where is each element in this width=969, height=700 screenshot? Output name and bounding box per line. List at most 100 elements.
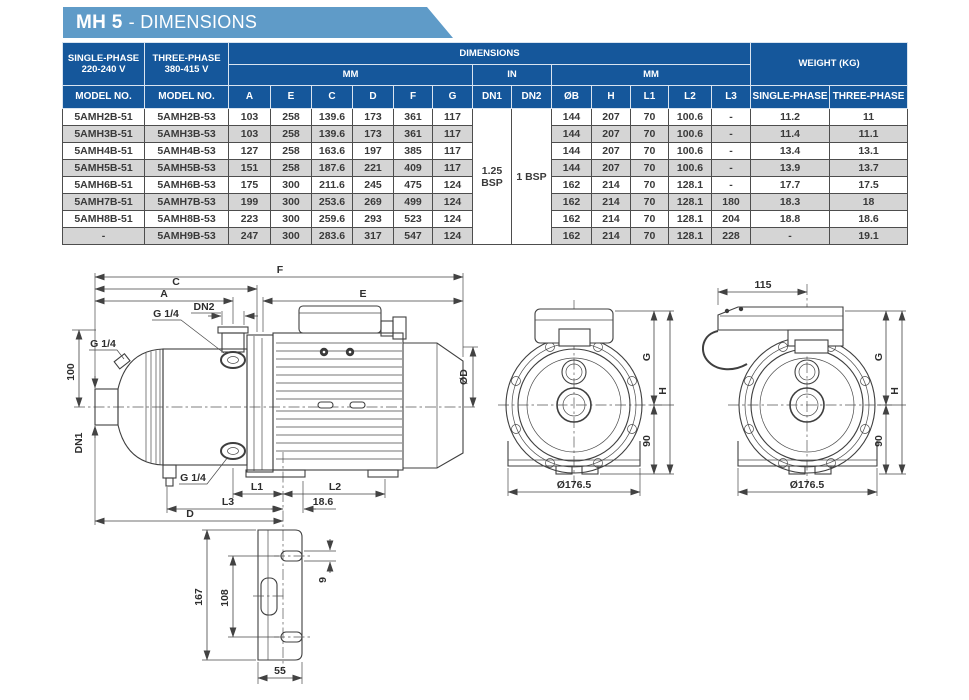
cell-c: 139.6 (311, 125, 353, 143)
cell-l1: 70 (630, 193, 669, 211)
cell-b: 162 (551, 176, 592, 194)
cell-l3: 180 (710, 193, 752, 211)
header-col-l1: L1 (630, 85, 669, 109)
cell-g: 124 (432, 176, 473, 194)
cell-b: 162 (551, 210, 592, 228)
model-single-cell: 5AMH5B-51 (62, 159, 145, 177)
dim-label-a: A (160, 288, 168, 300)
header-col-a: A (228, 85, 271, 109)
header-col-c: C (311, 85, 353, 109)
cable-gland (380, 320, 394, 337)
mounting-bracket-drawing: 167 108 9 55 (193, 529, 336, 684)
drain-plug (162, 464, 177, 479)
cell-f: 361 (393, 125, 433, 143)
header-single-phase: SINGLE-PHASE 220-240 V (62, 42, 145, 86)
dim-label-dn1: DN1 (73, 432, 85, 453)
product-name: MH 5 (76, 11, 123, 33)
model-three-cell: 5AMH2B-53 (144, 108, 229, 126)
header-col-ob: ØB (551, 85, 592, 109)
cell-l2: 128.1 (668, 227, 712, 245)
table-row: 5AMH4B-51 5AMH4B-53 127 258 163.6 197 38… (62, 142, 909, 160)
dim-label-115: 115 (755, 279, 772, 291)
cell-h: 207 (591, 125, 631, 143)
header-unit-mm-right: MM (550, 64, 752, 86)
cell-l2: 100.6 (668, 159, 712, 177)
header-col-dn1: DN1 (472, 85, 512, 109)
dim-label-e: E (359, 288, 366, 300)
header-col-f: F (393, 85, 433, 109)
discharge-port (220, 351, 246, 369)
callout-g14-bottom: G 1/4 (180, 472, 206, 484)
model-single-cell: 5AMH8B-51 (62, 210, 145, 228)
pump-base (737, 441, 878, 467)
cell-h: 207 (591, 142, 631, 160)
model-three-cell: 5AMH4B-53 (144, 142, 229, 160)
header-three-phase-line1: THREE-PHASE (152, 52, 221, 64)
dim-label-g: G (641, 353, 653, 361)
cell-g: 117 (432, 108, 473, 126)
cell-f: 385 (393, 142, 433, 160)
cell-c: 259.6 (311, 210, 353, 228)
header-model-no-2: MODEL NO. (144, 85, 229, 109)
cell-e: 300 (270, 210, 312, 228)
dim-label-c: C (172, 276, 180, 288)
model-three-cell: 5AMH9B-53 (144, 227, 229, 245)
dim-label-186: 18.6 (313, 496, 334, 508)
cell-l2: 100.6 (668, 108, 712, 126)
cell-h: 207 (591, 108, 631, 126)
cell-b: 144 (551, 125, 592, 143)
cell-l1: 70 (630, 125, 669, 143)
model-three-cell: 5AMH3B-53 (144, 125, 229, 143)
cell-e: 300 (270, 227, 312, 245)
cell-l1: 70 (630, 108, 669, 126)
front-view-drawing: Ø176.5 G 90 H (498, 300, 674, 496)
cell-a: 103 (228, 125, 271, 143)
dim-label-100: 100 (65, 363, 77, 381)
header-unit-in: IN (472, 64, 552, 86)
header-single-phase-line2: 220-240 V (81, 64, 126, 75)
cell-c: 187.6 (311, 159, 353, 177)
header-three-phase-line2: 380-415 V (164, 64, 209, 75)
cell-a: 199 (228, 193, 271, 211)
terminal-box-lid (717, 306, 844, 331)
cell-f: 361 (393, 108, 433, 126)
cell-w2: 18 (829, 193, 909, 211)
cell-h: 214 (591, 176, 631, 194)
cell-w2: 13.1 (829, 142, 909, 160)
cell-w2: 11.1 (829, 125, 909, 143)
cell-w2: 11 (829, 108, 909, 126)
header-single-phase-line1: SINGLE-PHASE (67, 52, 140, 64)
cell-d: 197 (352, 142, 394, 160)
cell-dn1-merged: 1.25 BSP (472, 108, 512, 245)
cell-d: 173 (352, 125, 394, 143)
cell-e: 300 (270, 176, 312, 194)
cell-a: 103 (228, 108, 271, 126)
dim-label-l1: L1 (251, 481, 263, 493)
dim-label-g: G (873, 353, 885, 361)
motor-body (272, 332, 404, 471)
cell-h: 207 (591, 159, 631, 177)
pump-base (507, 441, 641, 467)
dim-label-55: 55 (274, 665, 286, 677)
cell-l1: 70 (630, 142, 669, 160)
table-row: 5AMH8B-51 5AMH8B-53 223 300 259.6 293 52… (62, 210, 909, 228)
table-row: 5AMH6B-51 5AMH6B-53 175 300 211.6 245 47… (62, 176, 909, 194)
pump-head (246, 334, 274, 473)
cell-w1: 11.2 (750, 108, 831, 126)
dim-label-90: 90 (641, 435, 653, 447)
cell-w1: 18.8 (750, 210, 831, 228)
lower-port (220, 442, 246, 460)
callout-g14-left: G 1/4 (90, 338, 116, 350)
cell-w1: 13.9 (750, 159, 831, 177)
cell-w1: 17.7 (750, 176, 831, 194)
cell-f: 499 (393, 193, 433, 211)
cell-d: 269 (352, 193, 394, 211)
dim-label-90: 90 (873, 435, 885, 447)
model-three-cell: 5AMH6B-53 (144, 176, 229, 194)
cell-g: 124 (432, 193, 473, 211)
cell-w2: 18.6 (829, 210, 909, 228)
cell-e: 258 (270, 125, 312, 143)
cell-l2: 100.6 (668, 125, 712, 143)
model-single-cell: 5AMH2B-51 (62, 108, 145, 126)
cell-w1: - (750, 227, 831, 245)
